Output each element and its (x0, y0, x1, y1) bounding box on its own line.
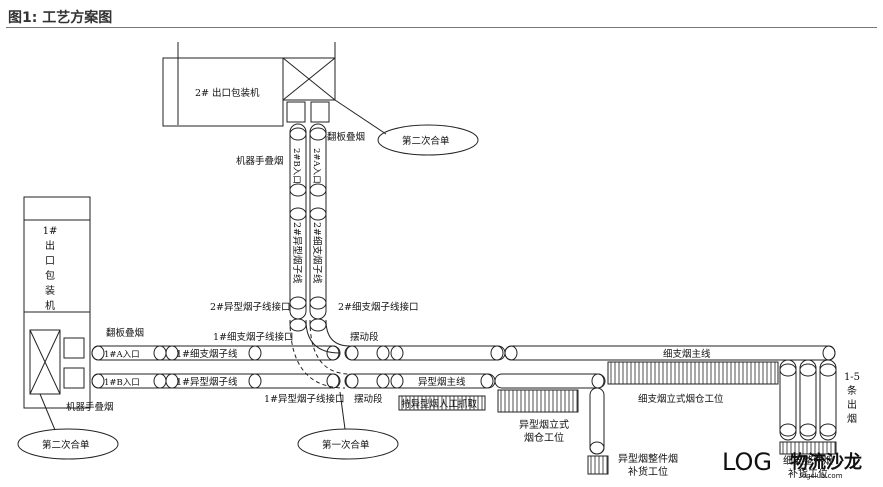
label-main-thin: 细支烟主线 (663, 348, 711, 360)
label-flip-stack-left: 翻板叠烟 (106, 327, 144, 339)
label-machine-1-line: 出 (45, 239, 55, 252)
label-port-thin-1: 1#细支烟子线接口 (213, 331, 294, 343)
label-thin-replenish-line: 补货工位 (788, 467, 828, 480)
label-swing-1: 摆动段 (350, 331, 379, 343)
label-special-replenish-line: 异型烟整件烟 (618, 452, 678, 465)
figure-number: 图1: (8, 10, 38, 26)
label-sub-special-1: 1#异型烟子线 (176, 376, 238, 388)
label-machine-1-line: 1# (43, 226, 58, 237)
label-machine-1-line: 包 (45, 269, 55, 282)
machine-1-box (23, 196, 91, 313)
label-sub-special-2: 2#异型烟子线 (291, 222, 303, 284)
second-merge-ellipse-top (377, 124, 479, 156)
label-machine-1-line: 机 (45, 299, 55, 312)
label-manual-grab: 特异型烟人工抓取 (401, 398, 478, 410)
label-entry-2a: 2#A入口 (311, 148, 321, 184)
first-merge-ellipse (297, 428, 399, 460)
header-rule (6, 27, 877, 28)
label-main-special: 异型烟主线 (418, 376, 466, 388)
label-entry-1b: 1#B入口 (104, 378, 140, 388)
second-merge-ellipse-left (17, 428, 119, 460)
watermark-logo: LOG (722, 448, 772, 476)
main-line-special (494, 373, 606, 389)
label-port-special-2: 2#异型烟子线接口 (210, 301, 291, 313)
machine-2-crossbox (282, 57, 336, 101)
watermark-url: logclub.com (800, 472, 843, 480)
watermark: LOG 物流沙龙 logclub.com (722, 448, 862, 480)
label-exit-lines-line: 条 (847, 384, 857, 397)
label-sub-thin-2: 2#细支烟子线 (311, 222, 323, 284)
label-swing-2: 摆动段 (354, 393, 383, 405)
label-second-merge-top: 第二次合单 (402, 135, 450, 147)
label-robot-stack-left: 机器手叠烟 (66, 401, 114, 413)
watermark-text: 物流沙龙 (790, 451, 862, 473)
figure-title: 工艺方案图 (42, 10, 113, 26)
label-machine-1-line: 装 (45, 284, 55, 297)
figure-header: 图1: 工艺方案图 (8, 7, 112, 27)
label-entry-1a: 1#A入口 (104, 350, 140, 360)
label-special-replenish-line: 补货工位 (628, 465, 668, 478)
label-exit-lines-line: 烟 (847, 412, 857, 425)
label-port-thin-2: 2#细支烟子线接口 (338, 301, 419, 313)
label-special-store-line: 异型烟立式 (519, 418, 569, 431)
label-machine-1-line: 口 (45, 256, 55, 267)
label-machine-2: 2# 出口包装机 (195, 87, 260, 99)
label-port-special-1: 1#异型烟子线接口 (264, 393, 345, 405)
label-special-store: 异型烟立式烟仓工位 (519, 418, 569, 444)
label-entry-2b: 2#B入口 (291, 148, 301, 184)
label-special-replenish: 异型烟整件烟补货工位 (618, 452, 678, 478)
label-thin-store: 细支烟立式烟仓工位 (638, 393, 724, 405)
label-thin-replenish: 细支整件烟补货工位 (783, 454, 833, 480)
label-exit-lines-line: 出 (847, 398, 857, 411)
label-machine-1: 1# 出口包装机 (43, 226, 58, 312)
label-flip-stack-top: 翻板叠烟 (327, 131, 365, 143)
label-special-store-line: 烟仓工位 (524, 431, 564, 444)
label-second-merge-left: 第二次合单 (42, 439, 90, 451)
label-robot-stack-top: 机器手叠烟 (236, 155, 284, 167)
label-thin-replenish-line: 细支整件烟 (783, 454, 833, 467)
label-sub-thin-1: 1#细支烟子线 (176, 348, 238, 360)
hatch-stations (398, 361, 837, 475)
label-exit-lines-line: 1-5 (844, 372, 860, 383)
label-first-merge: 第一次合单 (322, 439, 370, 451)
machine-1-crossbox (29, 329, 61, 395)
